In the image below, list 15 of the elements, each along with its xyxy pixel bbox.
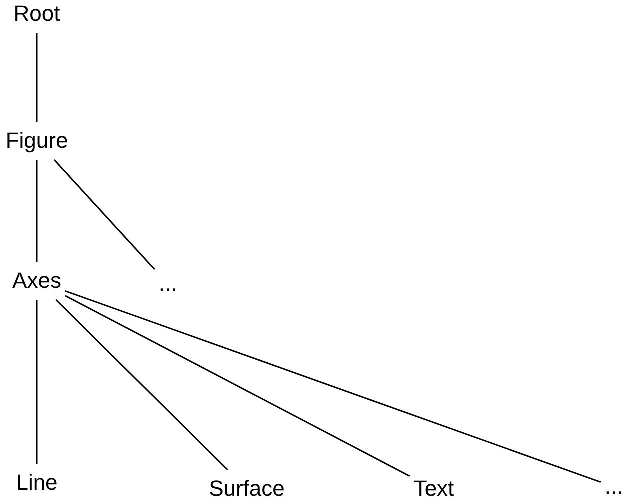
tree-connector-line xyxy=(56,299,228,471)
tree-connector-line xyxy=(36,160,38,262)
tree-node-label: ... xyxy=(600,468,628,501)
tree-connector-line xyxy=(65,295,410,477)
tree-connector-line xyxy=(36,300,38,464)
tree-node-label: Line xyxy=(12,464,62,501)
tree-node-label: Figure xyxy=(2,122,72,160)
tree-node-label: Surface xyxy=(205,470,289,501)
tree-node-label: ... xyxy=(154,265,182,303)
tree-node-label: Root xyxy=(10,0,64,33)
tree-node-label: Axes xyxy=(8,262,66,300)
tree-node-label: Text xyxy=(410,470,458,501)
tree-connector-line xyxy=(65,290,602,483)
tree-connector-line xyxy=(36,33,38,122)
tree-connector-line xyxy=(54,160,156,270)
